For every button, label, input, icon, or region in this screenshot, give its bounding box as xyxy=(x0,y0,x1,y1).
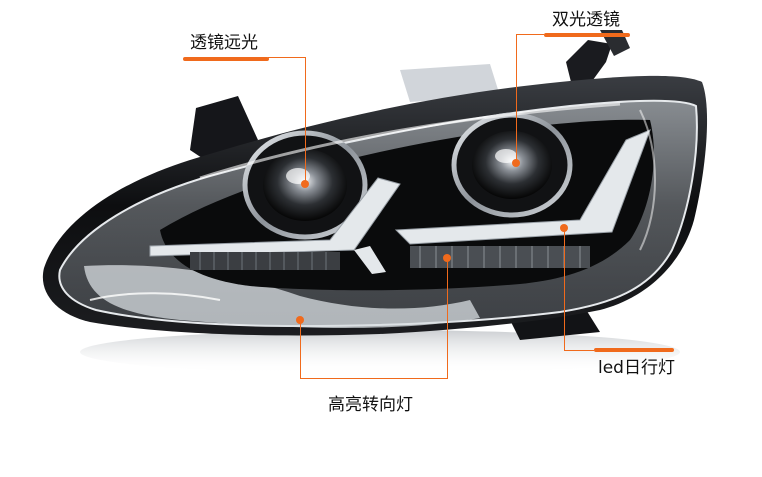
leader-line-turn-right-v xyxy=(447,258,448,378)
mounting-bracket-top xyxy=(566,40,612,86)
turn-signal-reflector-right xyxy=(410,246,590,268)
leader-line-lens-high-beam-v xyxy=(305,57,306,183)
label-underline-lens-high-beam xyxy=(183,57,269,61)
pointer-dot-bi-xenon xyxy=(512,159,520,167)
leader-line-led-drl-v xyxy=(564,228,565,350)
label-turn-signal: 高亮转向灯 xyxy=(328,395,413,415)
pointer-dot-lens-high-beam xyxy=(301,180,309,188)
floor-reflection xyxy=(80,330,680,374)
top-vent-cap xyxy=(400,64,500,102)
strip-highlight xyxy=(89,292,221,301)
leader-line-turn-left-v xyxy=(300,320,301,378)
leader-line-lens-high-beam-h xyxy=(268,57,306,58)
pointer-dot-turn-right xyxy=(443,254,451,262)
label-underline-led-drl xyxy=(594,348,674,352)
leader-line-bi-xenon-v xyxy=(516,34,517,162)
label-bi-xenon-lens: 双光透镜 xyxy=(552,10,620,30)
pointer-dot-turn-left xyxy=(296,316,304,324)
leader-line-bi-xenon-h xyxy=(516,34,544,35)
edge-glare xyxy=(639,109,656,251)
label-underline-bi-xenon xyxy=(544,33,630,37)
turn-signal-reflector-left xyxy=(190,252,340,270)
lower-clear-strip xyxy=(84,265,480,328)
leader-line-turn-h xyxy=(300,378,448,379)
label-lens-high-beam: 透镜远光 xyxy=(190,33,258,53)
lens-glare xyxy=(199,102,621,180)
pointer-dot-led-drl xyxy=(560,224,568,232)
drl-guide-left xyxy=(149,177,401,257)
drl-guide-right xyxy=(394,129,651,245)
leader-line-led-drl-h xyxy=(564,350,594,351)
label-led-drl: led日行灯 xyxy=(598,358,675,378)
drl-guide-center xyxy=(354,246,386,274)
